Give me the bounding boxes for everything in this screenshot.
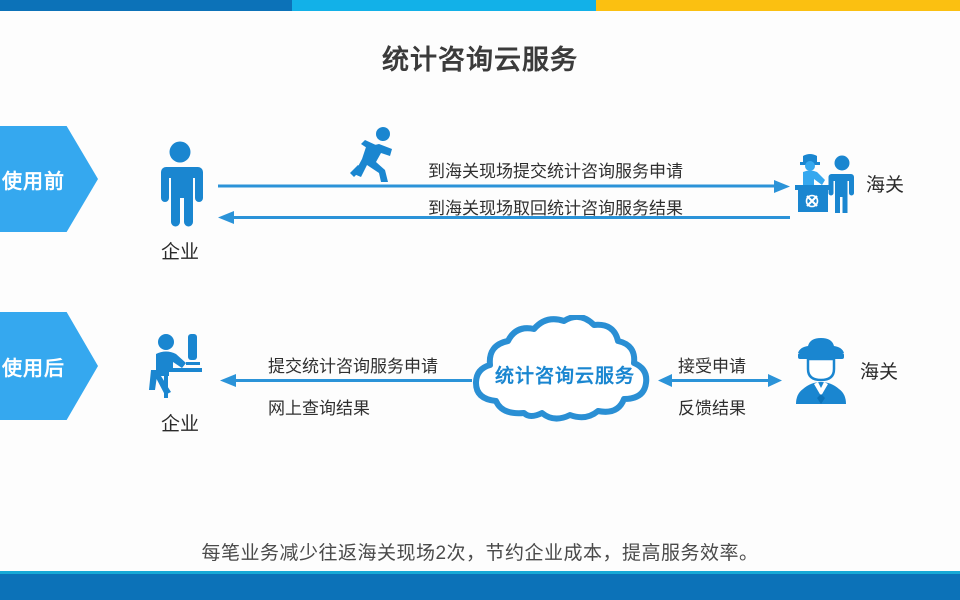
after-customs-actor: 海关 [790,336,898,404]
before-flow-label-1: 到海关现场提交统计咨询服务申请 [428,162,683,181]
after-left-flow-label-1: 提交统计咨询服务申请 [268,357,438,376]
band-before-use: 使用前 [0,126,98,232]
cloud-service-node: 统计咨询云服务 [462,313,668,433]
after-left-flow-label-2: 网上查询结果 [268,399,370,418]
customs-officer-icon [796,338,846,404]
before-flow-label-2: 到海关现场取回统计咨询服务结果 [428,199,683,218]
band-after-use-label: 使用后 [2,357,65,380]
before-arrow-right [218,180,790,193]
band-before-use-label: 使用前 [2,170,65,193]
before-customs-label: 海关 [866,174,905,196]
seated-person-at-desk-icon [149,334,202,398]
topbar-segment-yellow [596,0,960,11]
band-after-use: 使用后 [0,312,98,420]
topbar-segment-light-blue [292,0,596,11]
page-title: 统计咨询云服务 [382,45,578,75]
running-person-wrap [345,126,405,189]
after-right-flow-label-1: 接受申请 [678,357,746,376]
after-arrow-left [220,374,472,387]
after-enterprise-actor: 企业 [140,330,220,436]
topbar-segment-dark-blue [0,0,292,11]
after-enterprise-label: 企业 [160,414,199,435]
before-customs-actor: 海关 [790,152,904,214]
top-color-bar [0,0,960,11]
cloud-icon [473,313,650,422]
before-arrow-left [218,211,790,224]
running-person-icon [350,127,392,182]
standing-person-icon [161,141,203,227]
customs-counter-icon [795,154,854,213]
footer-caption: 每笔业务减少往返海关现场2次，节约企业成本，提高服务效率。 [201,543,759,564]
before-enterprise-actor: 企业 [140,140,220,264]
bottom-accent-bar [0,571,960,574]
after-customs-label: 海关 [860,361,899,383]
after-arrow-bidirectional [658,374,782,387]
bottom-color-bar [0,574,960,600]
after-right-flow-label-2: 反馈结果 [678,399,746,418]
before-enterprise-label: 企业 [160,242,199,263]
